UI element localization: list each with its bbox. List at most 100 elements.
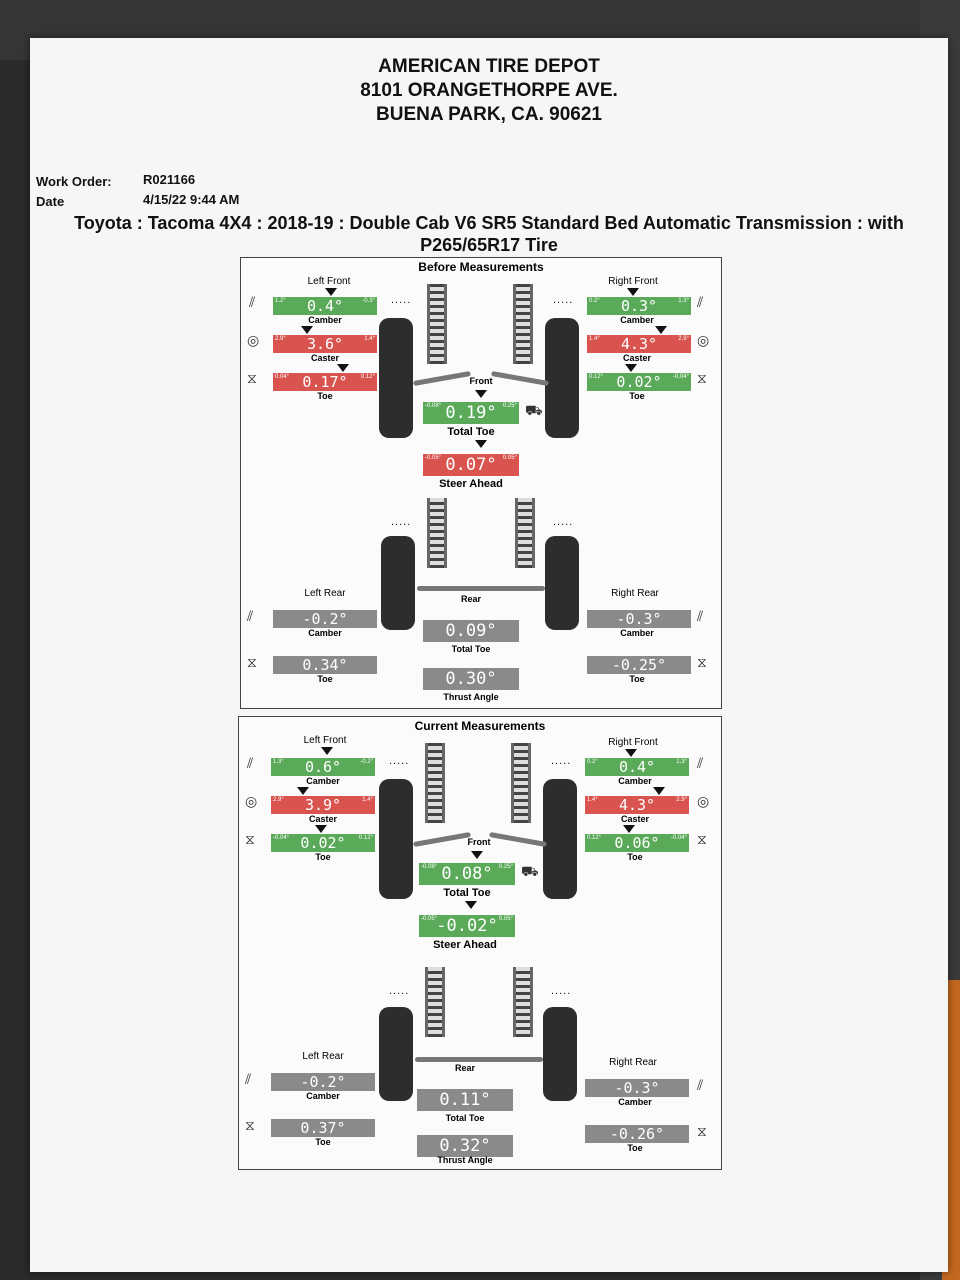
rr-camber-bar: -0.3°: [585, 1079, 689, 1097]
range-low: 2.9°: [275, 336, 286, 342]
range-high: 0.25°: [498, 864, 513, 870]
right-front-title: Right Front: [608, 737, 658, 748]
left-front-tire: [379, 318, 413, 438]
range-low: -0.05°: [421, 916, 438, 922]
rear-label: Rear: [454, 1063, 475, 1073]
work-order-label: Work Order:: [36, 174, 112, 189]
left-rear-tire: [381, 536, 415, 630]
rr-toe-bar: -0.25°: [587, 656, 691, 674]
range-low: 0.04°: [275, 374, 290, 380]
current-title: Current Measurements: [414, 719, 546, 733]
rf-camber-label: Camber: [620, 315, 654, 325]
lr-toe-value: 0.37°: [300, 1119, 346, 1137]
toe-icon: ⧖: [697, 370, 707, 386]
rr-camber-bar: -0.3°: [587, 610, 691, 628]
toe-icon: ⧖: [247, 654, 257, 670]
toe-icon: ⧖: [697, 654, 707, 670]
rr-toe-label: Toe: [627, 1143, 643, 1153]
camber-icon: ⫽: [249, 294, 256, 310]
dots-icon: .....: [391, 294, 412, 306]
lf-toe-value: 0.17°: [302, 373, 348, 391]
range-high: -0.3°: [362, 298, 375, 304]
steer-ahead-label: Steer Ahead: [439, 478, 503, 490]
lf-camber-bar: 1.2° 0.4° -0.3°: [273, 297, 377, 315]
total-toe-label: Total Toe: [447, 426, 495, 438]
rear-axle: [417, 586, 545, 591]
camber-icon: ⫽: [697, 608, 704, 624]
rf-toe-bar: 0.12° 0.06° -0.04°: [585, 834, 689, 852]
lf-toe-label: Toe: [315, 852, 331, 862]
right-rear-strut: [513, 967, 533, 1037]
toe-icon: ⧖: [245, 1117, 255, 1133]
camber-icon: ⫽: [245, 1071, 252, 1087]
range-high: 1.3°: [676, 759, 687, 765]
rr-camber-label: Camber: [620, 628, 654, 638]
right-front-tire: [543, 779, 577, 899]
before-panel: Before Measurements ..... ..... Left Fro…: [240, 257, 722, 709]
toe-icon: ⧖: [247, 370, 257, 386]
left-front-title: Left Front: [303, 735, 347, 746]
lf-camber-label: Camber: [306, 776, 340, 786]
rf-toe-value: 0.06°: [614, 834, 660, 852]
lf-toe-bar: 0.04° 0.17° 0.12°: [273, 373, 377, 391]
lf-toe-value: 0.02°: [300, 834, 346, 852]
current-panel: Current Measurements ..... ..... Left Fr…: [238, 716, 722, 1170]
thrust-angle-bar: 0.32°: [417, 1135, 513, 1157]
rf-camber-bar: 0.2° 0.3° 1.3°: [587, 297, 691, 315]
toe-icon: ⧖: [245, 831, 255, 847]
range-low: 1.3°: [273, 759, 284, 765]
steer-ahead-label: Steer Ahead: [433, 939, 497, 951]
rf-camber-bar: 0.2° 0.4° 1.3°: [585, 758, 689, 776]
rf-camber-label: Camber: [618, 776, 652, 786]
rear-total-toe-bar: 0.11°: [417, 1089, 513, 1111]
rr-camber-label: Camber: [618, 1097, 652, 1107]
caster-icon: ◎: [697, 332, 710, 348]
lf-caster-bar: 2.9° 3.9° 1.4°: [271, 796, 375, 814]
range-low: -0.08°: [425, 403, 442, 409]
camber-icon: ⫽: [697, 1077, 704, 1093]
range-low: 0.2°: [587, 759, 598, 765]
lr-camber-bar: -0.2°: [273, 610, 377, 628]
rf-toe-label: Toe: [629, 391, 645, 401]
shop-name: AMERICAN TIRE DEPOT: [378, 56, 600, 77]
range-low: 0.12°: [589, 374, 604, 380]
dots-icon: .....: [389, 985, 410, 997]
arrow-down-icon: [625, 364, 637, 372]
range-high: 2.9°: [676, 797, 687, 803]
lf-camber-value: 0.4°: [306, 297, 344, 315]
arrow-down-icon: [297, 787, 309, 795]
range-high: 0.12°: [358, 835, 373, 841]
arrow-down-icon: [655, 326, 667, 334]
arrow-down-icon: [475, 390, 487, 398]
rr-camber-value: -0.3°: [614, 1079, 660, 1097]
range-low: 0.2°: [589, 298, 600, 304]
lr-camber-label: Camber: [308, 628, 342, 638]
steer-ahead-bar: -0.05° 0.07° 0.05°: [423, 454, 519, 476]
left-rear-tire: [379, 1007, 413, 1101]
camber-icon: ⫽: [247, 608, 254, 624]
left-front-strut: [425, 743, 445, 823]
lr-toe-value: 0.34°: [302, 656, 348, 674]
right-rear-tire: [545, 536, 579, 630]
total-toe-value: 0.08°: [441, 864, 493, 884]
right-rear-title: Right Rear: [611, 588, 659, 599]
arrow-down-icon: [625, 749, 637, 757]
lf-camber-label: Camber: [308, 315, 342, 325]
right-front-strut: [511, 743, 531, 823]
left-rear-title: Left Rear: [304, 588, 346, 599]
dots-icon: .....: [389, 755, 410, 767]
rr-toe-label: Toe: [629, 674, 645, 684]
lr-toe-label: Toe: [315, 1137, 331, 1147]
range-high: -0.04°: [670, 835, 687, 841]
steer-ahead-value: 0.07°: [445, 455, 497, 475]
rear-total-toe-label: Total Toe: [445, 1113, 485, 1123]
arrow-down-icon: [325, 288, 337, 296]
vehicle-line-2: P265/65R17 Tire: [420, 235, 558, 255]
rear-axle: [415, 1057, 543, 1062]
front-label: Front: [467, 837, 491, 847]
lf-camber-value: 0.6°: [304, 758, 342, 776]
rf-caster-value: 4.3°: [620, 335, 658, 353]
rf-caster-label: Caster: [620, 814, 649, 824]
car-icon: ⛟: [521, 863, 539, 879]
left-rear-strut: [427, 498, 447, 568]
